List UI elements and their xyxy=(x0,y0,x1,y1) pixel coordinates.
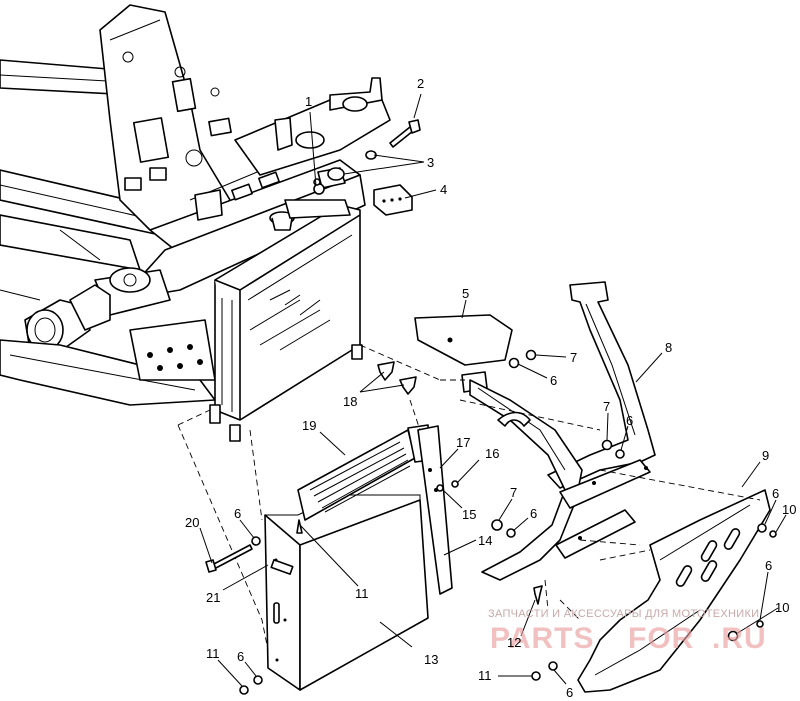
callout-9: 9 xyxy=(762,448,769,463)
watermark-logo-right: FOR xyxy=(628,622,694,655)
callout-12: 12 xyxy=(507,635,521,650)
skid-plate xyxy=(577,489,771,693)
side-bar-14 xyxy=(417,425,453,595)
callout-21: 21 xyxy=(206,590,220,605)
callout-20: 20 xyxy=(185,515,199,530)
callout-6a: 6 xyxy=(550,373,557,388)
callout-17: 17 xyxy=(456,435,470,450)
callout-13: 13 xyxy=(424,652,438,667)
hardware xyxy=(205,119,777,695)
bumper-bar xyxy=(469,281,656,581)
watermark: ЗАПЧАСТИ И АКСЕССУАРЫ ДЛЯ МОТОТЕХНИКИ PA… xyxy=(488,608,767,655)
callout-11c: 11 xyxy=(478,668,492,683)
callout-labels: 1 2 3 4 5 6 7 8 18 7 6 9 19 17 16 15 7 6… xyxy=(185,76,796,700)
callout-14: 14 xyxy=(478,533,492,548)
callout-18: 18 xyxy=(343,394,357,409)
watermark-logo-left: PARTS xyxy=(490,622,594,655)
watermark-logo-suffix: .RU xyxy=(712,622,767,655)
callout-7c: 7 xyxy=(510,485,517,500)
callout-6e: 6 xyxy=(234,506,241,521)
callout-4: 4 xyxy=(440,182,447,197)
callout-3: 3 xyxy=(427,155,434,170)
callout-11a: 11 xyxy=(355,586,369,601)
callout-7b: 7 xyxy=(603,399,610,414)
callout-10a: 10 xyxy=(782,502,796,517)
callout-7a: 7 xyxy=(570,350,577,365)
assembly-lines xyxy=(177,344,761,651)
front-grille-19 xyxy=(297,424,431,521)
watermark-caption: ЗАПЧАСТИ И АКСЕССУАРЫ ДЛЯ МОТОТЕХНИКИ xyxy=(488,608,759,620)
callout-6c: 6 xyxy=(530,506,537,521)
callout-6f: 6 xyxy=(765,558,772,573)
callout-1: 1 xyxy=(305,94,312,109)
callout-6b: 6 xyxy=(626,413,633,428)
callout-6h: 6 xyxy=(566,685,573,700)
callout-2: 2 xyxy=(417,76,424,91)
callout-16: 16 xyxy=(485,446,499,461)
callout-8: 8 xyxy=(665,340,672,355)
callout-5: 5 xyxy=(462,286,469,301)
callout-6g: 6 xyxy=(237,649,244,664)
leader-lines xyxy=(199,93,787,687)
mounting-plate-5 xyxy=(414,314,513,393)
callout-10b: 10 xyxy=(775,600,789,615)
frame-assembly xyxy=(0,4,391,406)
callout-15: 15 xyxy=(462,507,476,522)
side-panel-13 xyxy=(264,494,429,691)
callout-6d: 6 xyxy=(772,486,779,501)
callout-11b: 11 xyxy=(206,646,220,661)
callout-19: 19 xyxy=(302,418,316,433)
